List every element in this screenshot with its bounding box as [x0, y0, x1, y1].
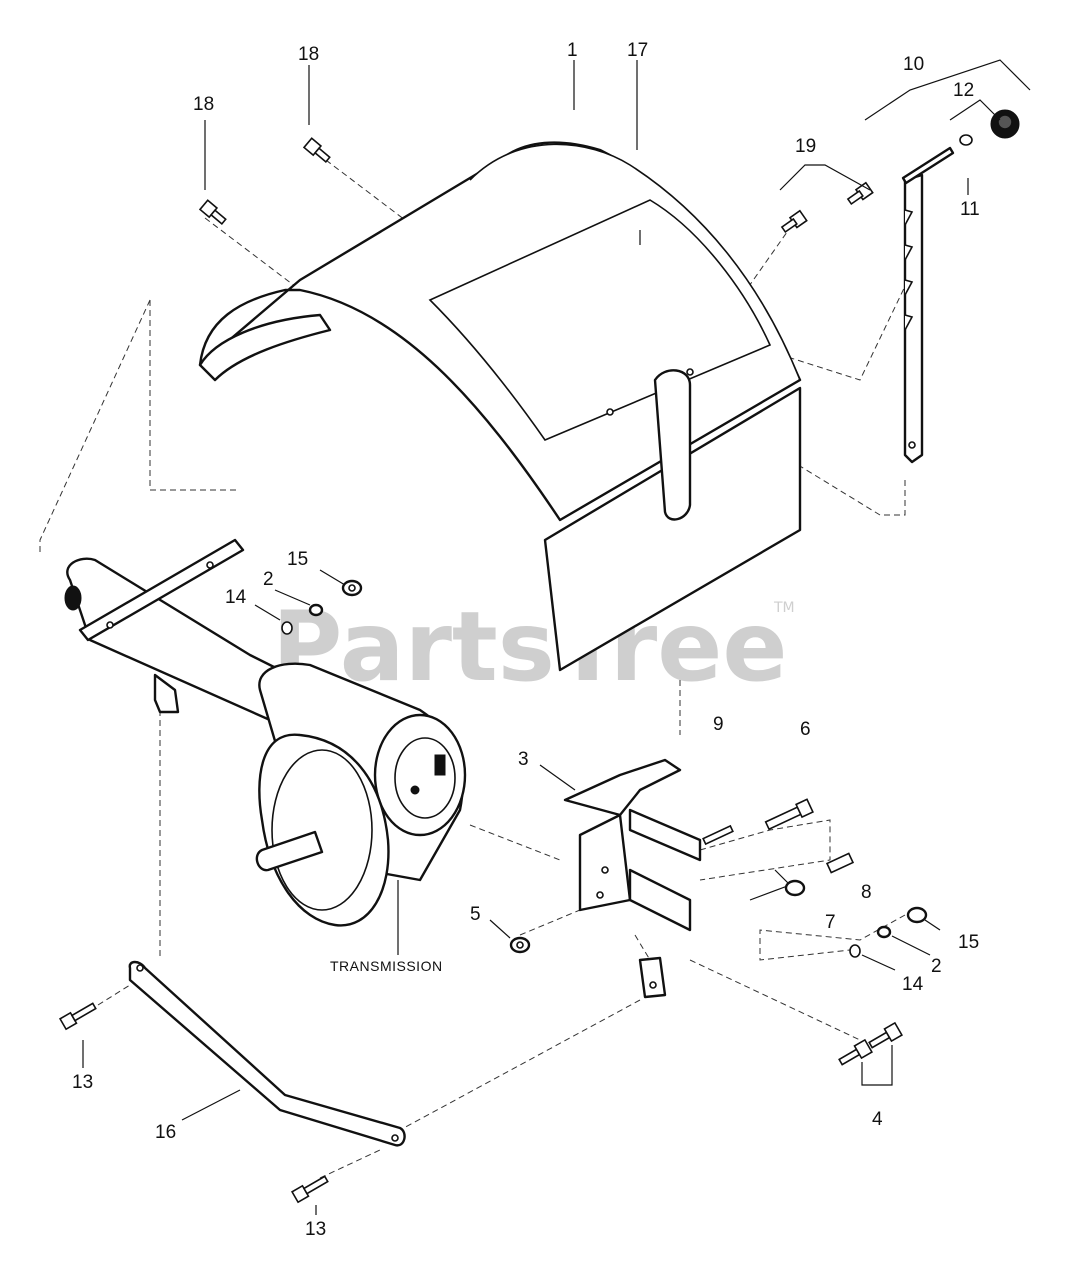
leader-lines — [82, 59, 1031, 1215]
callout-10: 10 — [903, 54, 924, 75]
shield-flap — [543, 368, 802, 672]
callout-14-upper: 14 — [225, 587, 247, 608]
callout-11: 11 — [960, 199, 980, 220]
callout-13-left: 13 — [72, 1072, 93, 1093]
bolts-4 — [838, 1021, 903, 1086]
nuts-lower — [849, 906, 928, 958]
depth-bar — [901, 146, 955, 464]
watermark-trademark: TM — [773, 600, 795, 616]
callout-1: 1 — [567, 40, 578, 61]
brace — [128, 960, 406, 1147]
callout-4: 4 — [872, 1109, 883, 1130]
callout-15-lower: 15 — [958, 932, 979, 953]
callout-13-bottom: 13 — [305, 1219, 326, 1240]
bolts-upper — [198, 137, 874, 234]
nuts-upper — [281, 579, 363, 635]
callout-2-lower: 2 — [931, 956, 942, 977]
callout-18-top: 18 — [298, 44, 319, 65]
knob-assembly — [959, 109, 1020, 146]
clip — [638, 956, 667, 999]
callout-2-upper: 2 — [263, 569, 274, 590]
callout-16: 16 — [155, 1122, 176, 1143]
assembly-lines — [39, 147, 909, 1179]
callout-3: 3 — [518, 749, 529, 770]
callout-15-upper: 15 — [287, 549, 308, 570]
callout-18-left: 18 — [193, 94, 214, 115]
callout-8: 8 — [861, 882, 872, 903]
callout-5: 5 — [470, 904, 481, 925]
pins-bolts — [702, 798, 855, 901]
transmission — [255, 662, 467, 955]
callout-7: 7 — [825, 912, 836, 933]
depth-bracket — [563, 758, 702, 932]
nut-5 — [509, 936, 531, 954]
callout-14-lower: 14 — [902, 974, 924, 995]
callout-19: 19 — [795, 136, 816, 157]
callout-17: 17 — [627, 40, 648, 61]
bolts-13 — [58, 1002, 329, 1204]
callout-9: 9 — [713, 714, 724, 735]
callout-numbers: 18 18 1 17 19 10 12 11 15 2 14 9 6 3 8 7… — [72, 40, 980, 1240]
transmission-label: TRANSMISSION — [330, 958, 443, 974]
callout-6: 6 — [800, 719, 811, 740]
callout-12: 12 — [953, 80, 974, 101]
